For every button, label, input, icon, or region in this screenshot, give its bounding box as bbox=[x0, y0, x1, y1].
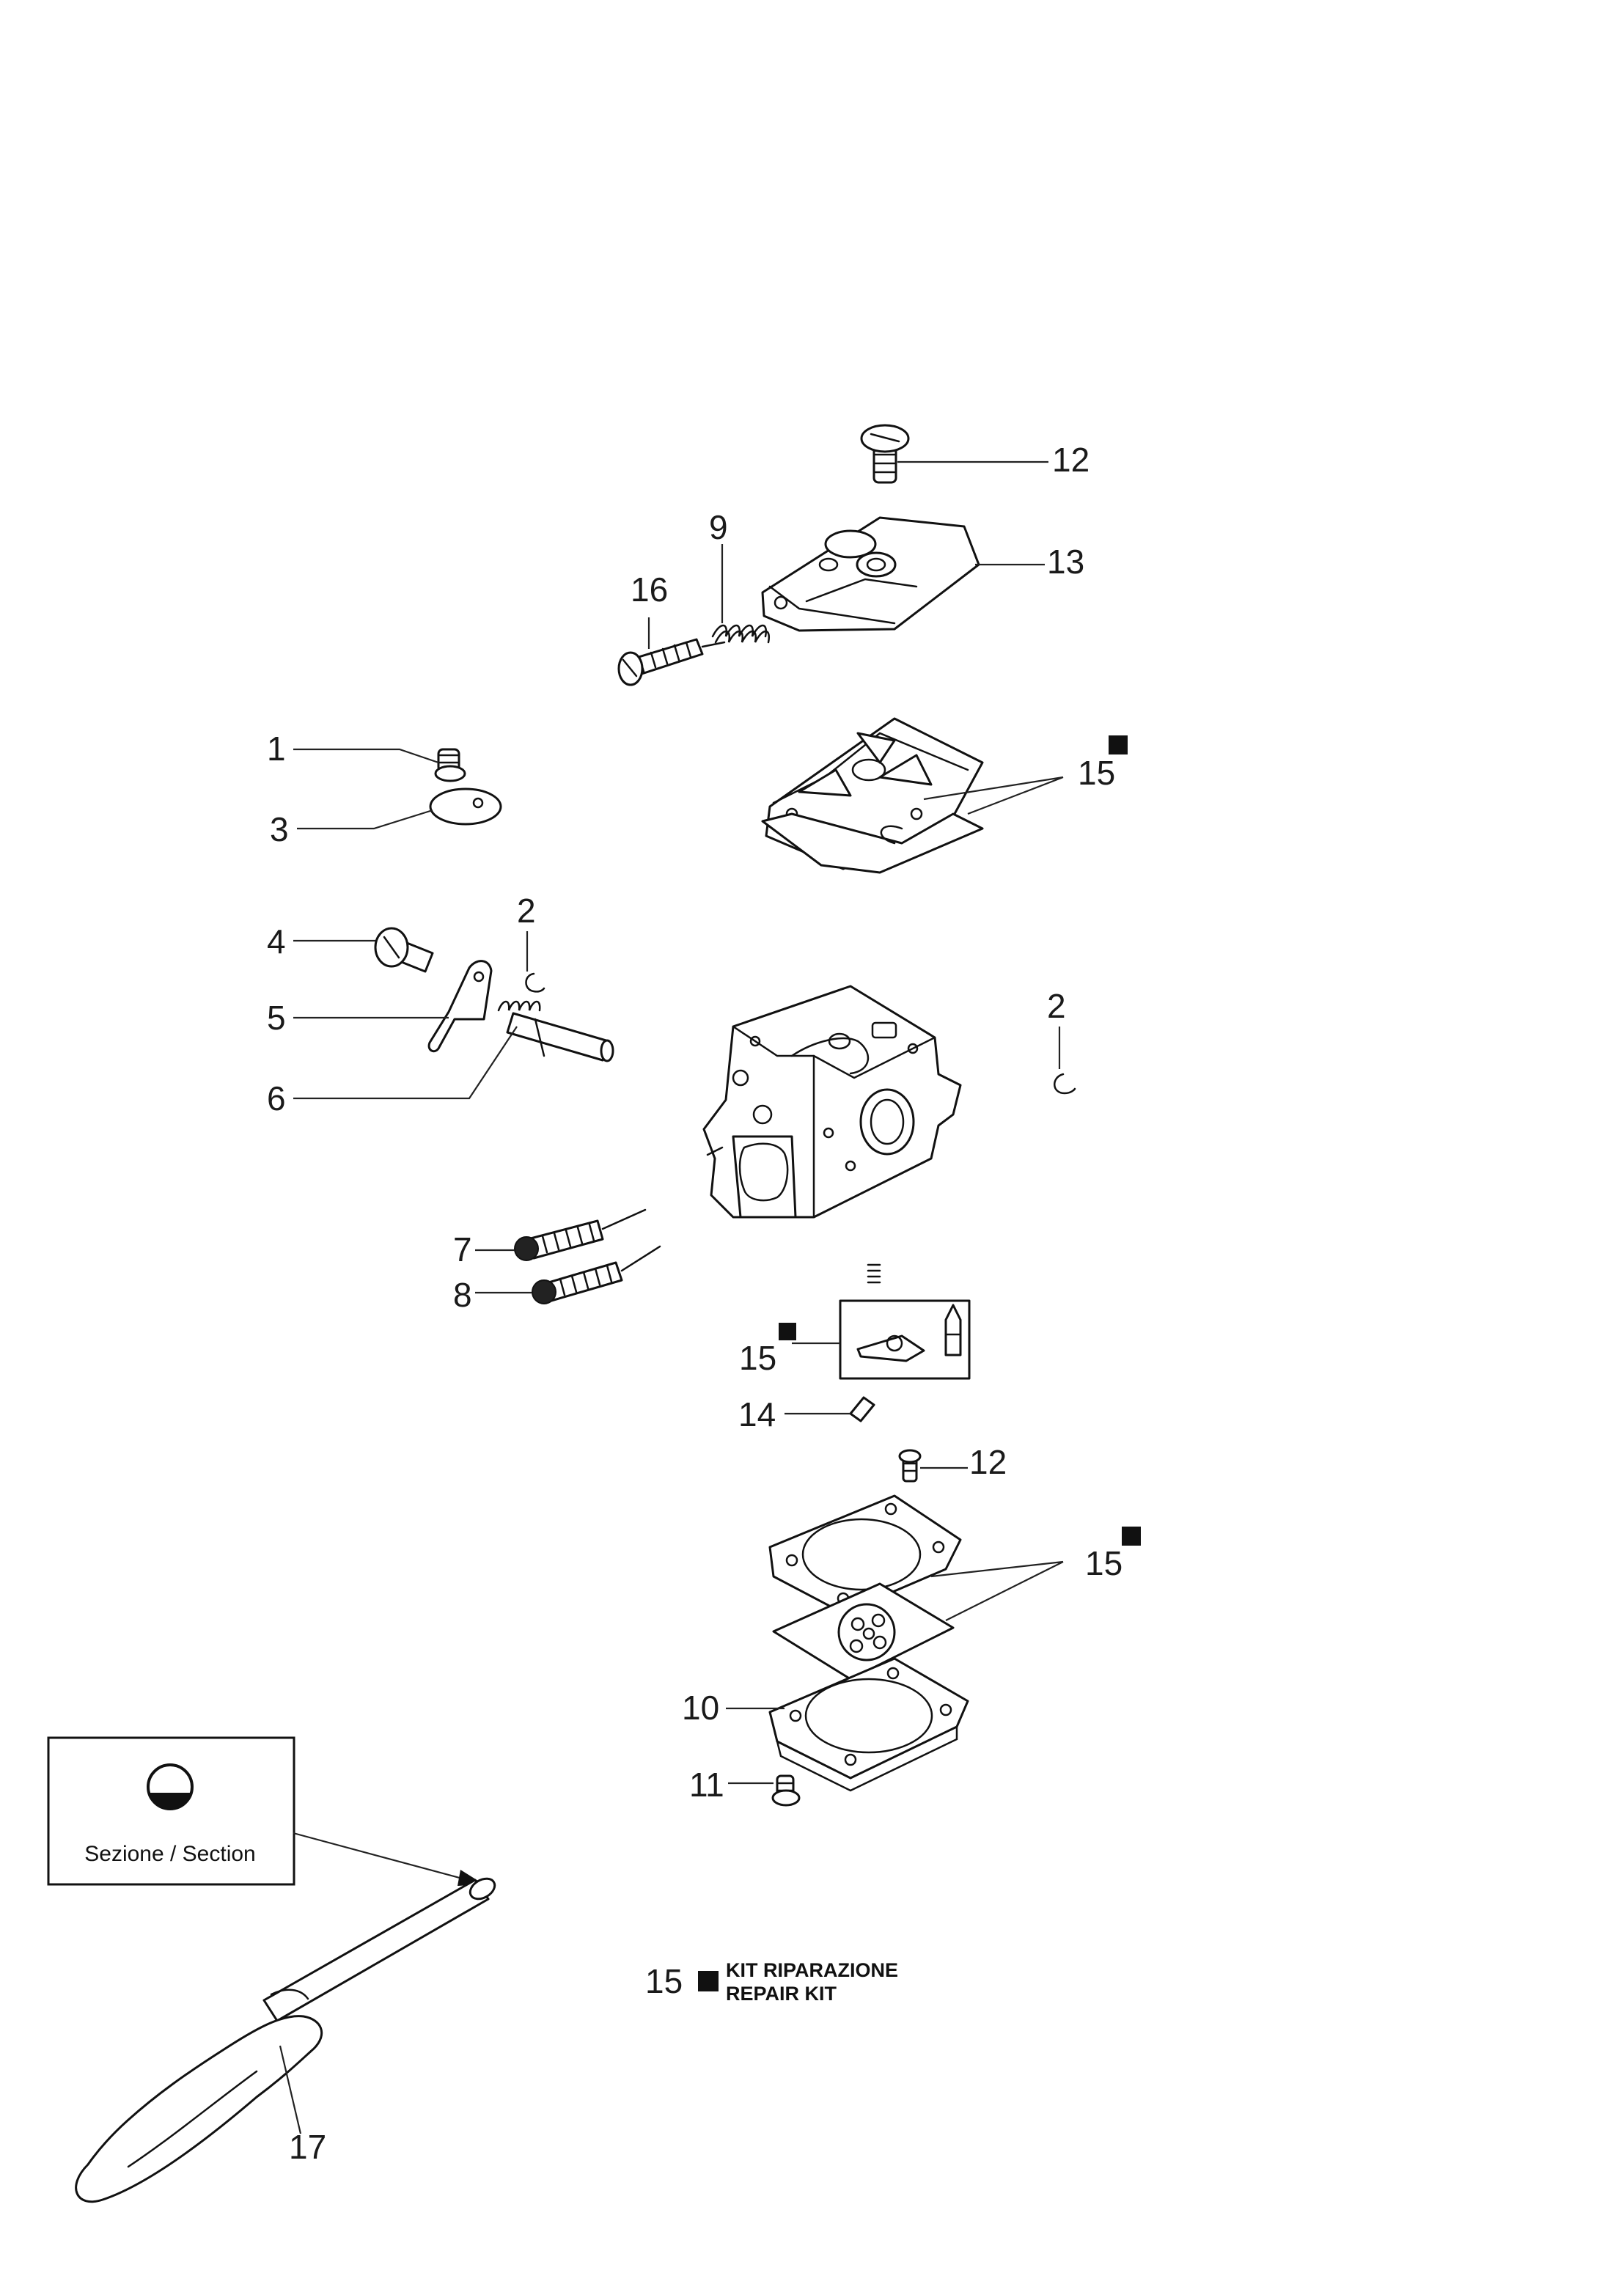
callout-1: 1 bbox=[267, 730, 286, 768]
part-16-needle-screw bbox=[617, 638, 726, 686]
legend-line-2: REPAIR KIT bbox=[726, 1983, 837, 2005]
leader-17 bbox=[279, 2045, 302, 2134]
part-3-throttle-plate bbox=[429, 787, 502, 826]
callout-13: 13 bbox=[1047, 543, 1084, 581]
part-12-top-screw bbox=[860, 424, 910, 484]
callout-9: 9 bbox=[709, 508, 728, 546]
leader-1 bbox=[293, 748, 439, 764]
part-8-needle bbox=[532, 1245, 661, 1304]
kit-marker-mid bbox=[779, 1323, 796, 1340]
part-11-screw bbox=[771, 1774, 801, 1807]
callout-16: 16 bbox=[631, 570, 668, 609]
legend-callout-15: 15 bbox=[645, 1962, 683, 2000]
part-12-lower-screw bbox=[898, 1449, 922, 1483]
leader-15-lower bbox=[930, 1560, 1064, 1621]
callout-10: 10 bbox=[682, 1689, 719, 1727]
callout-3: 3 bbox=[270, 810, 289, 848]
callout-15-mid: 15 bbox=[739, 1339, 776, 1377]
carburetor-body bbox=[702, 985, 962, 1219]
part-15-mid-kit bbox=[839, 1263, 971, 1380]
part-1-screw bbox=[434, 748, 466, 782]
leader-3 bbox=[297, 809, 433, 830]
legend-kit-marker bbox=[698, 1971, 719, 1991]
kit-marker-lower bbox=[1122, 1527, 1141, 1546]
callout-15-upper: 15 bbox=[1078, 754, 1115, 792]
part-15-upper-gaskets bbox=[761, 717, 984, 874]
callout-6: 6 bbox=[267, 1079, 286, 1117]
part-7-needle bbox=[514, 1208, 647, 1261]
repair-kit-legend: 15 KIT RIPARAZIONE REPAIR KIT bbox=[645, 1959, 898, 2005]
part-2-eclip-right bbox=[1054, 1073, 1076, 1095]
callout-2-right: 2 bbox=[1047, 987, 1066, 1025]
part-14-pin bbox=[849, 1396, 875, 1422]
leader-6 bbox=[293, 1026, 518, 1100]
section-arrow-line bbox=[293, 1832, 485, 1886]
callout-17: 17 bbox=[289, 2128, 326, 2166]
section-box: Sezione / Section bbox=[47, 1736, 295, 1886]
part-5-lever bbox=[427, 960, 614, 1062]
leader-15-upper bbox=[923, 776, 1064, 815]
legend-line-1: KIT RIPARAZIONE bbox=[726, 1959, 898, 1981]
callout-7: 7 bbox=[453, 1230, 472, 1268]
kit-marker-upper bbox=[1109, 735, 1128, 754]
part-17-screwdriver bbox=[75, 1877, 496, 2203]
section-label: Sezione / Section bbox=[84, 1842, 255, 1866]
part-6-spring bbox=[497, 1000, 545, 1057]
part-2-eclip-left bbox=[525, 972, 545, 993]
callout-11: 11 bbox=[689, 1766, 724, 1804]
part-10-pump-cover bbox=[768, 1657, 969, 1792]
callout-2-left: 2 bbox=[517, 892, 536, 930]
part-13-cover bbox=[761, 516, 980, 632]
callout-8: 8 bbox=[453, 1276, 472, 1314]
part-9-spring bbox=[711, 624, 771, 644]
callout-15-lower: 15 bbox=[1085, 1544, 1123, 1582]
part-4-screw bbox=[374, 927, 434, 973]
callout-4: 4 bbox=[267, 922, 286, 961]
callout-12-top: 12 bbox=[1052, 441, 1090, 479]
part-15-lower-gaskets bbox=[768, 1494, 962, 1681]
callout-14: 14 bbox=[738, 1395, 776, 1433]
callout-12-lower: 12 bbox=[969, 1443, 1007, 1481]
callout-5: 5 bbox=[267, 999, 286, 1037]
